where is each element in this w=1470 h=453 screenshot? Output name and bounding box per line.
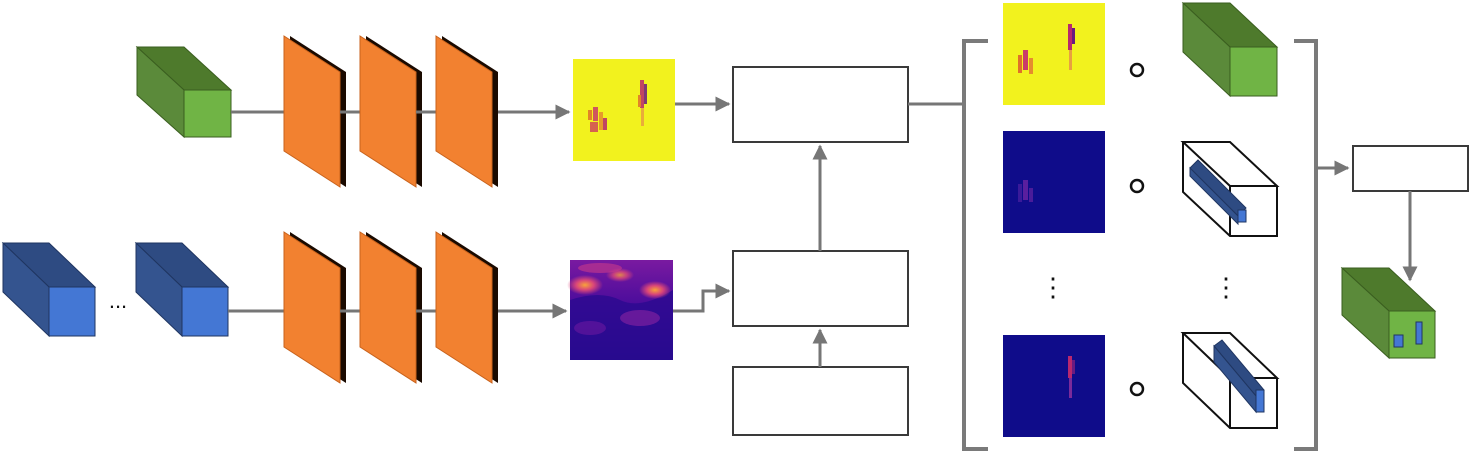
lower-conv-layers	[283, 231, 498, 384]
hadamard-operator-icon	[1129, 62, 1145, 78]
bracket-row-2	[1003, 131, 1280, 237]
conv-layer	[359, 35, 422, 188]
vertical-ellipsis-icon: ⋮	[1213, 272, 1239, 302]
wireframe-cube-icon	[1180, 141, 1280, 237]
green-cube-icon	[1181, 1, 1279, 98]
conv-layer	[435, 35, 498, 188]
right-bracket	[1294, 39, 1318, 451]
yellow-heatmap-icon	[1003, 3, 1105, 105]
conv-layer	[283, 35, 346, 188]
middle-box	[732, 250, 909, 327]
conv-layer	[435, 231, 498, 384]
conv-layer	[359, 231, 422, 384]
bracket-row-4	[1003, 332, 1280, 437]
bracket-row-ellipsis: ⋮ ⋮	[1040, 272, 1239, 302]
blue-heatmap-icon	[1003, 131, 1105, 233]
output-bar-tall	[1415, 321, 1423, 345]
left-bracket	[962, 39, 988, 451]
upper-input-cube	[135, 45, 233, 139]
upper-output-heatmap	[573, 59, 675, 161]
bracket-row-1	[1003, 1, 1279, 105]
conv-layer	[283, 231, 346, 384]
hadamard-operator-icon	[1129, 381, 1145, 397]
lower-output-heatmap	[567, 260, 673, 360]
lower-input-cube	[134, 241, 230, 338]
right-box	[1352, 145, 1469, 192]
output-cube	[1340, 266, 1437, 360]
cube-separator-ellipsis: ...	[109, 288, 127, 313]
combine-box	[732, 66, 909, 143]
blue-heatmap-icon	[1003, 335, 1105, 437]
lower-input-cube	[1, 241, 97, 338]
upper-conv-layers	[283, 35, 498, 188]
output-bar-small	[1393, 334, 1404, 348]
bottom-box	[732, 366, 909, 436]
hadamard-operator-icon	[1129, 178, 1145, 194]
vertical-ellipsis-icon: ⋮	[1040, 272, 1066, 302]
wireframe-cube-icon	[1180, 332, 1280, 429]
